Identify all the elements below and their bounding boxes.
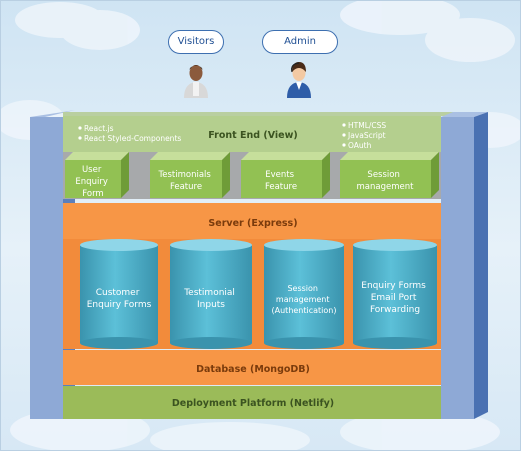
visitors-actor-label: Visitors <box>168 30 224 54</box>
front-end-left-tech-item: React.js <box>84 124 114 133</box>
feature-user-enquiry-label: User Enquiry Form <box>75 165 110 199</box>
front-end-right-tech-list: HTML/CSS JavaScript OAuth <box>342 121 386 150</box>
admin-actor-label: Admin <box>262 30 338 54</box>
db-testimonial-label: Testimonial Inputs <box>183 288 238 310</box>
admin-person-icon <box>287 62 311 98</box>
feature-cube-session <box>340 152 439 198</box>
deployment-title: Deployment Platform (Netlify) <box>172 398 334 409</box>
deployment-layer <box>63 386 441 419</box>
db-session-label: Session management (Authentication) <box>272 284 337 315</box>
feature-cube-testimonials <box>150 152 230 198</box>
right-pillar <box>441 112 488 419</box>
feature-testimonials-label: Testimonials Feature <box>157 170 213 192</box>
front-end-shelf-top <box>63 112 455 116</box>
front-end-right-tech-item: OAuth <box>348 141 372 150</box>
front-end-right-tech-item: HTML/CSS <box>348 121 386 130</box>
db-email-label: Enquiry Forms Email Port Forwarding <box>361 281 428 315</box>
front-end-layer <box>63 116 441 152</box>
front-end-left-tech-item: React Styled-Components <box>84 134 181 143</box>
server-title: Server (Express) <box>208 218 297 229</box>
feature-events-label: Events Feature <box>265 170 297 192</box>
db-cylinder-testimonial <box>170 239 252 349</box>
db-cylinder-customer-enquiry <box>80 239 158 349</box>
front-end-left-tech-list: React.js React Styled-Components <box>78 124 181 143</box>
feature-session-label: Session management <box>357 170 415 192</box>
front-end-right-tech-item: JavaScript <box>347 131 386 140</box>
db-cylinder-session <box>264 239 344 349</box>
db-cylinder-email <box>353 239 437 349</box>
database-title: Database (MongoDB) <box>196 364 310 375</box>
db-customer-enquiry-label: Customer Enquiry Forms <box>87 288 152 310</box>
front-end-title: Front End (View) <box>208 130 297 141</box>
feature-cube-user-enquiry <box>65 152 129 198</box>
server-layer <box>63 203 441 239</box>
visitor-person-icon <box>184 65 208 98</box>
database-layer <box>63 350 441 385</box>
feature-cube-events <box>241 152 330 198</box>
